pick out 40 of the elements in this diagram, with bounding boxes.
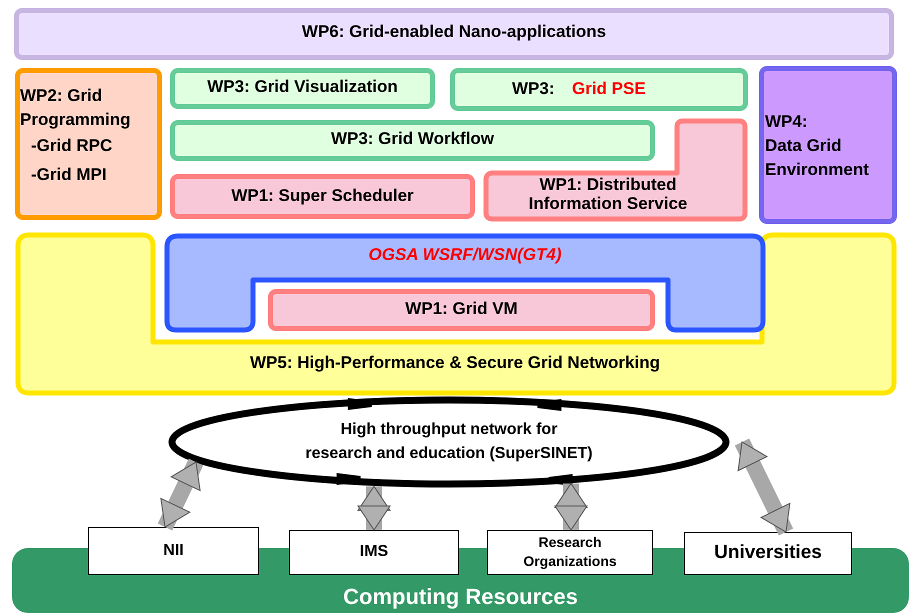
work-package-box [268, 289, 655, 331]
work-package-box [15, 68, 162, 220]
resource-box [684, 532, 852, 575]
node-label: WP2: Grid Programming [20, 85, 132, 131]
node-label: -Grid RPC [31, 135, 114, 157]
middleware-box [164, 233, 766, 333]
band-label: Computing Resources [342, 584, 579, 610]
node-label: NII [162, 541, 185, 561]
node-label: OGSA WSRF/WSN(GT4) [368, 244, 562, 266]
resource-box [487, 530, 653, 575]
network-ellipse [168, 396, 730, 488]
node-label: Grid PSE [572, 78, 647, 100]
node-label: WP3: [512, 78, 556, 100]
node-label: Research Organizations [522, 533, 618, 571]
node-label: High throughput network for research and education (SuperSINET) [304, 420, 594, 464]
double-arrow [358, 486, 390, 530]
work-package-box [170, 120, 655, 161]
work-package-box [170, 174, 475, 219]
work-package-box [15, 232, 897, 396]
node-label: Universities [713, 541, 823, 565]
work-package-box [759, 66, 897, 224]
double-arrow [734, 438, 794, 536]
resource-box [289, 530, 459, 575]
node-label: WP1: Super Scheduler [230, 185, 415, 207]
double-arrow [554, 482, 588, 530]
double-arrow [158, 458, 204, 530]
resource-box [88, 527, 259, 575]
node-label: WP3: Grid Visualization [206, 76, 399, 98]
node-label: WP1: Grid VM [404, 298, 519, 320]
work-package-box [170, 68, 435, 109]
node-label: -Grid MPI [31, 164, 108, 186]
node-label: WP3: Grid Workflow [330, 128, 496, 150]
work-package-box [14, 8, 894, 60]
node-label: WP6: Grid-enabled Nano-applications [300, 21, 608, 43]
node-label: WP1: Distributed Information Service [528, 175, 688, 213]
work-package-box [450, 68, 748, 111]
node-label: Data Grid Environment [765, 135, 870, 181]
node-label: WP5: High-Performance & Secure Grid Networking [249, 352, 661, 374]
node-label: WP4: [765, 111, 808, 133]
node-label: IMS [358, 542, 390, 562]
